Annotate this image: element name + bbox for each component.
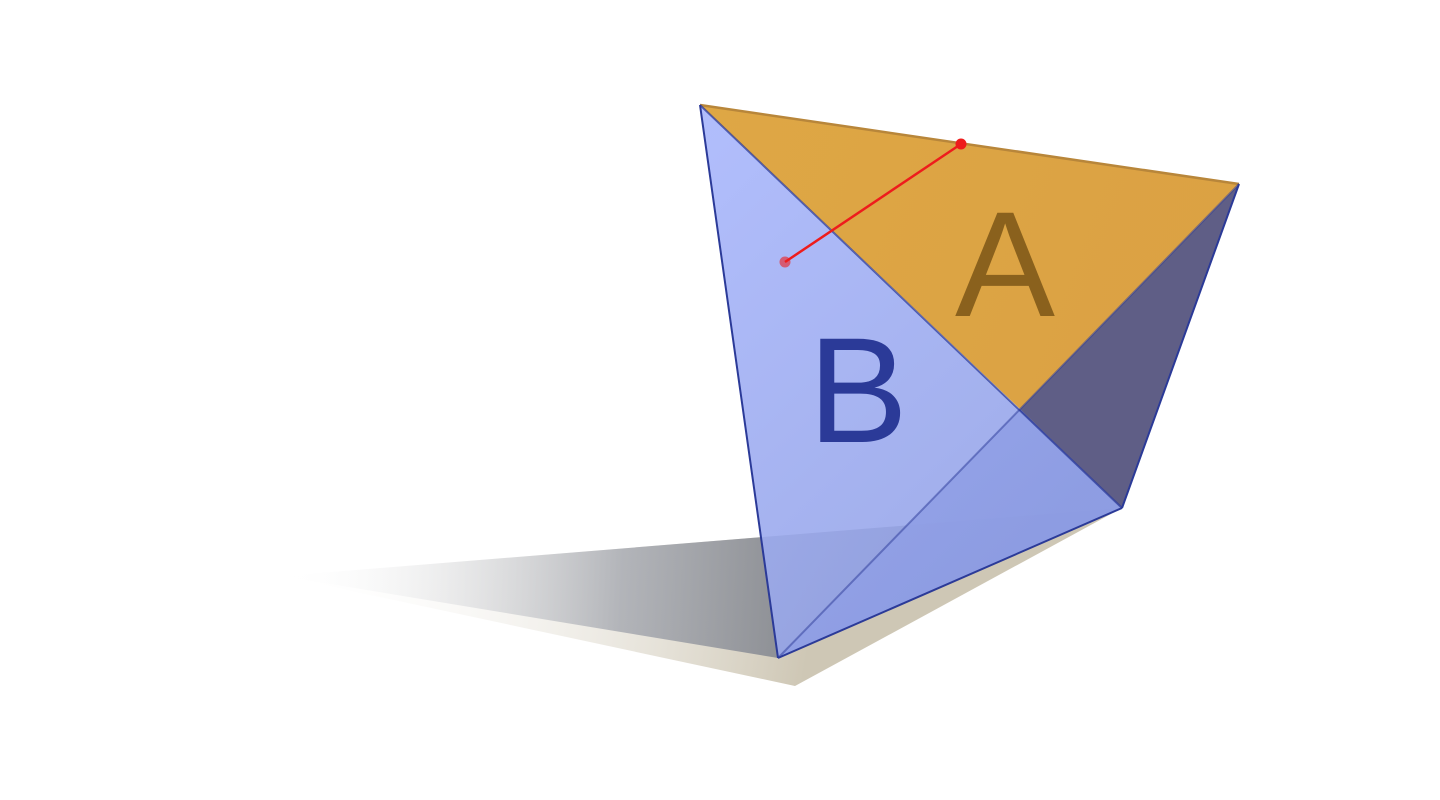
edge-bottom — [777, 507, 1123, 659]
edge-left — [699, 104, 779, 659]
red-segment — [784, 142, 962, 264]
face-a-label: A — [955, 180, 1055, 348]
tetrahedron-side-face — [1020, 184, 1239, 508]
face-b-label: B — [808, 306, 908, 474]
edge-inner — [777, 183, 1240, 659]
edge-diagonal — [699, 104, 1123, 509]
edge-right — [1121, 183, 1240, 509]
face-b — [700, 105, 1122, 658]
segment-endpoint-top[interactable] — [955, 138, 967, 150]
face-a — [700, 105, 1239, 409]
edge-top — [699, 103, 1240, 186]
tetrahedron-edges — [699, 103, 1240, 659]
segment-endpoint-inner[interactable] — [779, 256, 791, 268]
